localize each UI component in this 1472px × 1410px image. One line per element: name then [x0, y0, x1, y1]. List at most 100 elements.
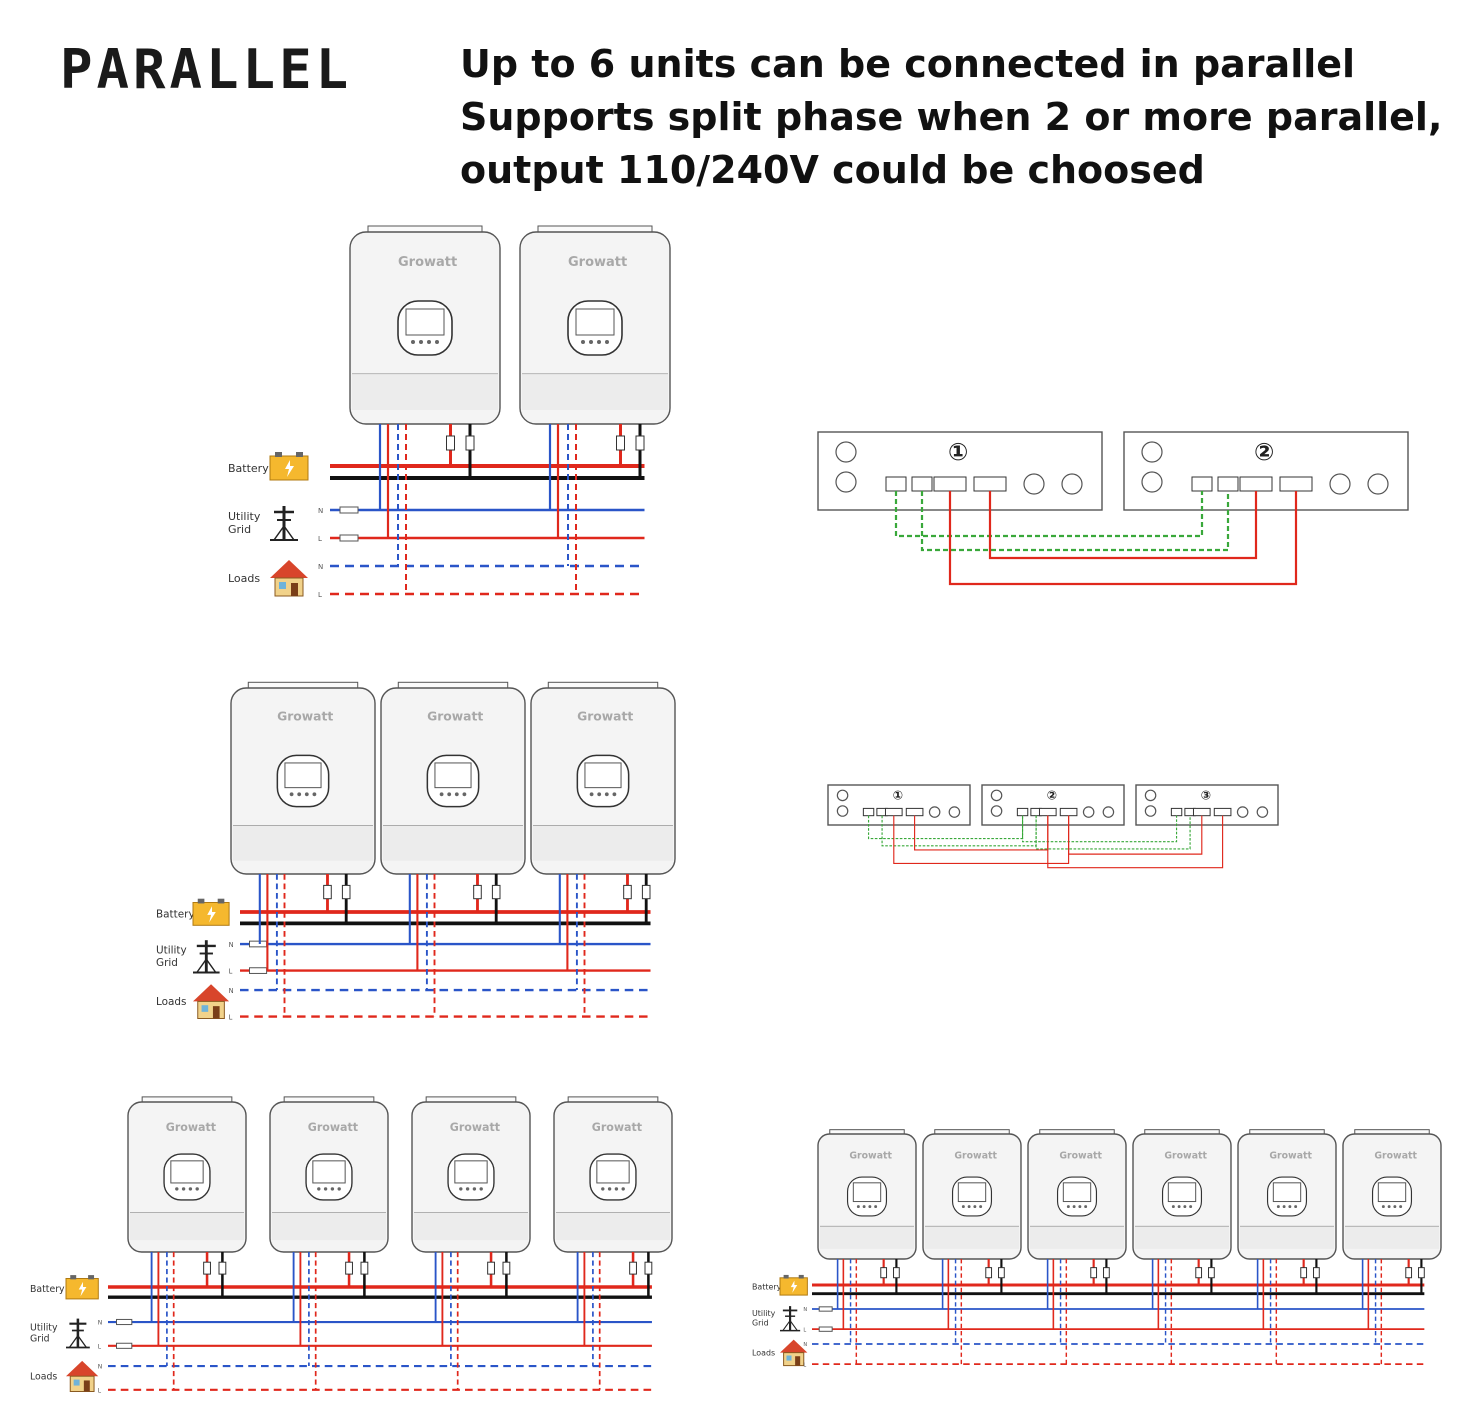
housing-lower-panel	[1240, 1226, 1334, 1249]
housing-lower-panel	[272, 1213, 386, 1241]
control-button	[612, 792, 617, 797]
panel-knockout	[948, 806, 961, 818]
house-door	[212, 1006, 220, 1019]
inverter-unit: Growatt	[1342, 1129, 1442, 1365]
control-button	[297, 792, 302, 797]
control-button	[1183, 1205, 1187, 1209]
battery-fuse	[1103, 1267, 1110, 1279]
pole-brace-left	[196, 958, 207, 973]
battery-label: Battery	[752, 1282, 782, 1291]
control-button	[973, 1205, 977, 1209]
panel-knockout	[836, 805, 849, 817]
control-button	[1387, 1205, 1391, 1209]
comm-panel-outline	[1135, 784, 1279, 826]
housing-lower-panel	[556, 1213, 670, 1241]
battery-fuse	[323, 884, 332, 900]
terminal-l-label: L	[803, 1362, 806, 1368]
battery-icon	[65, 1275, 99, 1300]
terminal-l-label: L	[98, 1387, 102, 1394]
control-button	[1282, 1205, 1286, 1209]
lcd-screen	[284, 762, 322, 789]
control-button	[1294, 1205, 1298, 1209]
battery-terminal-neg	[783, 1274, 789, 1279]
brand-logo: Growatt	[308, 1121, 359, 1134]
battery-fuse	[880, 1267, 888, 1279]
brand-logo: Growatt	[954, 1150, 997, 1161]
control-button	[1177, 1205, 1181, 1209]
unit-number: ②	[1047, 788, 1058, 803]
control-button	[614, 1187, 619, 1191]
pole-brace-right	[205, 958, 217, 973]
house-door	[83, 1380, 90, 1392]
utility-pole-icon	[193, 940, 220, 974]
comm-panel-outline	[981, 784, 1125, 826]
house-icon	[780, 1339, 808, 1367]
battery-bolt	[207, 906, 216, 923]
battery-icon	[269, 452, 309, 481]
grid-label: Grid	[30, 1334, 50, 1345]
parallel-comm-port	[1059, 807, 1078, 817]
current-sharing-cable	[1035, 815, 1191, 850]
brand-logo: Growatt	[568, 255, 627, 270]
control-button	[472, 1187, 477, 1191]
terminal-n-label: N	[98, 1320, 102, 1327]
comm-panel: ③	[1135, 784, 1279, 826]
lcd-screen	[312, 1160, 346, 1184]
inverter-unit: Growatt	[349, 225, 501, 594]
control-button	[868, 1205, 872, 1209]
panel-knockout	[1141, 441, 1163, 463]
control-button	[411, 340, 415, 344]
control-button	[1084, 1205, 1088, 1209]
housing-lower-panel	[1345, 1226, 1439, 1249]
grid-plug	[249, 967, 268, 974]
lcd-screen	[1272, 1182, 1302, 1203]
battery-bolt	[78, 1281, 87, 1297]
battery-bolt	[285, 460, 294, 477]
comm-panel: ②	[981, 784, 1125, 826]
housing-lower-panel	[414, 1213, 528, 1241]
battery-fuse	[985, 1267, 993, 1279]
control-button	[439, 792, 444, 797]
house-icon	[270, 560, 308, 597]
current-sharing-cable	[867, 815, 1024, 840]
control-button	[181, 1187, 186, 1191]
terminal-l-label: L	[229, 1013, 233, 1021]
parallel-comm-port	[884, 807, 903, 817]
pole-brace-right	[77, 1335, 87, 1348]
control-button	[874, 1205, 878, 1209]
terminal-l-label: L	[98, 1343, 102, 1350]
panel-knockout	[928, 806, 941, 818]
control-button	[1171, 1205, 1175, 1209]
battery-terminal-neg	[275, 452, 282, 457]
inverter-unit: Growatt	[269, 1096, 389, 1390]
grid-plug	[818, 1306, 833, 1312]
panel-knockout	[1367, 473, 1389, 495]
grid-plug	[339, 506, 359, 514]
utility-label: Utility	[228, 510, 261, 523]
control-button	[465, 1187, 470, 1191]
brand-logo: Growatt	[166, 1121, 217, 1134]
panel-knockout	[1329, 473, 1351, 495]
battery-fuse	[473, 884, 482, 900]
page-title: PARALLEL	[60, 38, 353, 101]
control-button	[601, 1187, 605, 1191]
house-roof	[780, 1339, 808, 1353]
unit-number: ①	[893, 788, 904, 803]
lcd-screen	[434, 762, 472, 789]
battery-fuse	[446, 435, 455, 451]
utility-pole-icon	[780, 1306, 801, 1332]
comm-cable-diagram-3: ① ② ③	[827, 784, 1279, 869]
house-door	[795, 1356, 801, 1366]
current-sharing-port	[885, 476, 907, 492]
control-button	[447, 792, 452, 797]
battery-fuse	[641, 884, 651, 900]
inverter-unit: Growatt	[1237, 1129, 1337, 1365]
control-button	[961, 1205, 965, 1209]
parallel-comm-port	[1038, 807, 1057, 817]
pole-brace-right	[789, 1320, 798, 1331]
control-button	[330, 1187, 335, 1191]
battery-fuse	[491, 884, 501, 900]
terminal-l-label: L	[318, 591, 322, 599]
battery-icon	[779, 1274, 808, 1296]
